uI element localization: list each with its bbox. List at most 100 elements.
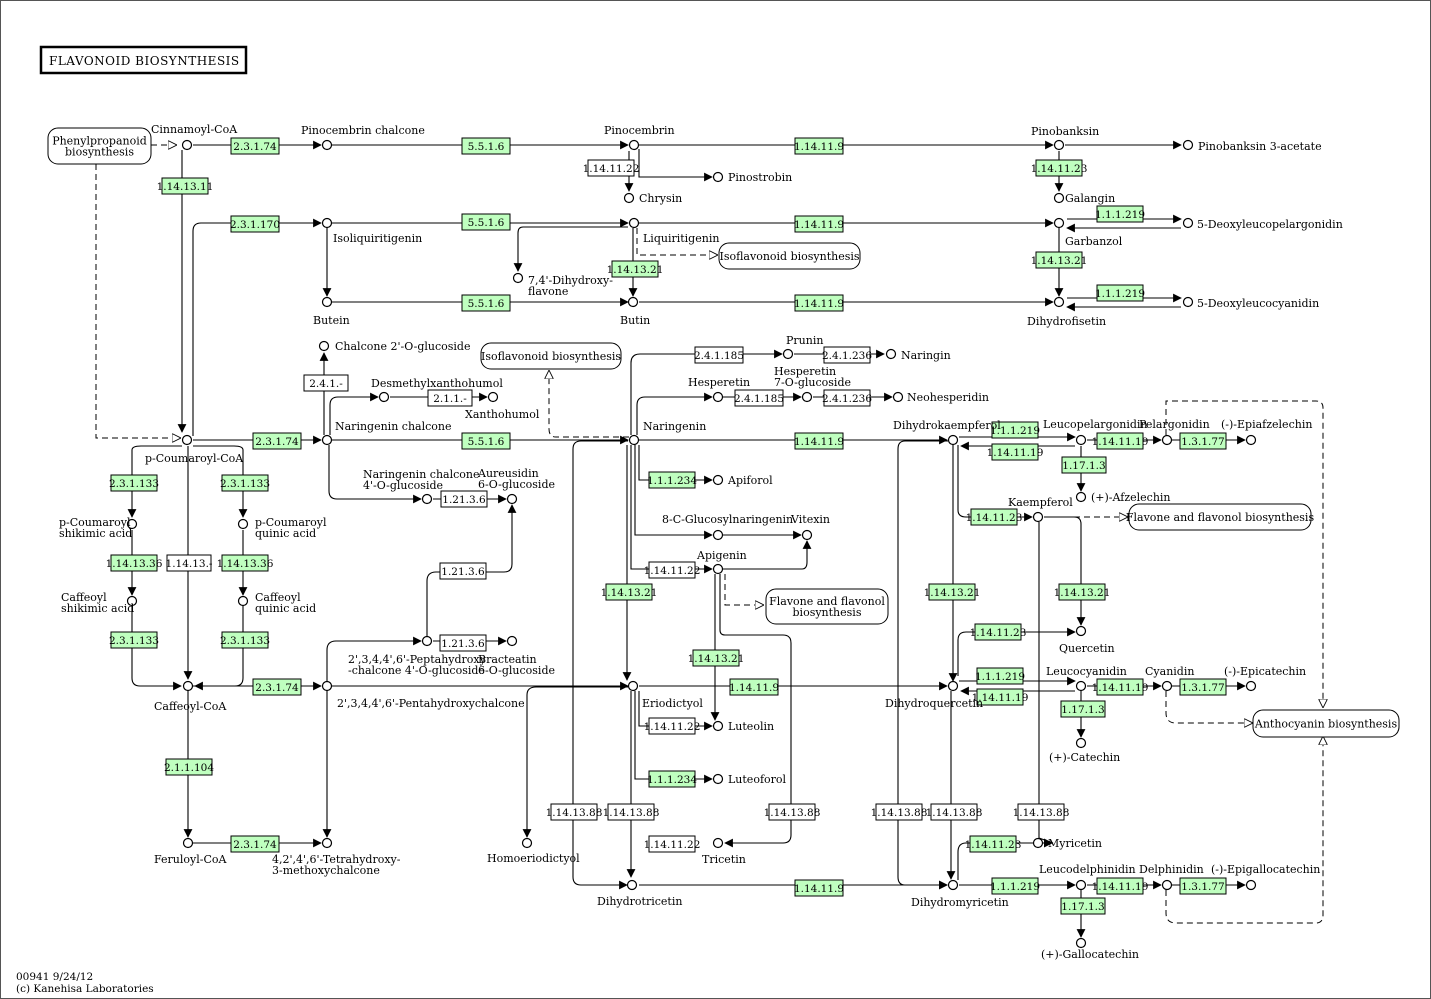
pathway-map-link[interactable]: Flavone and flavonol biosynthesis [1126, 503, 1315, 531]
compound-node[interactable]: Dihydrofisetin [1027, 296, 1106, 329]
compound-node[interactable]: Naringenin chalcone [321, 420, 452, 446]
compound-node[interactable]: 2',3,4,4',6'-Peptahydroxy-chalcone 4'-O-… [348, 635, 487, 678]
enzyme-box[interactable]: 1.14.13.11 [157, 177, 214, 195]
enzyme-box[interactable]: 2.3.1.74 [230, 137, 280, 155]
compound-node[interactable]: Cinnamoyl-CoA [151, 123, 238, 151]
compound-node[interactable]: (+)-Catechin [1049, 737, 1120, 765]
compound-node[interactable]: (+)-Gallocatechin [1041, 937, 1139, 962]
enzyme-box[interactable]: 2.3.1.133 [109, 474, 159, 492]
enzyme-box[interactable]: 1.17.1.3 [1061, 456, 1107, 474]
enzyme-box[interactable]: 1.21.3.6 [439, 562, 487, 580]
enzyme-box[interactable]: 1.3.1.77 [1179, 877, 1227, 895]
compound-node[interactable]: 7,4'-Dihydroxy-flavone [512, 272, 614, 299]
enzyme-box[interactable]: 1.14.13.- [166, 554, 213, 572]
compound-node[interactable]: Pinobanksin 3-acetate [1182, 139, 1322, 153]
enzyme-box[interactable]: 1.14.13.88 [603, 803, 660, 821]
compound-node[interactable]: Dihydroquercetin [885, 680, 983, 711]
enzyme-box[interactable]: 2.3.1.133 [220, 474, 270, 492]
enzyme-box[interactable]: 2.1.1.- [427, 389, 473, 407]
compound-node[interactable]: Desmethylxanthohumol [371, 377, 503, 403]
enzyme-box[interactable]: 2.4.1.185 [734, 389, 784, 407]
compound-node[interactable]: Neohesperidin [892, 391, 989, 404]
enzyme-box[interactable]: 1.14.11.9 [794, 432, 844, 450]
compound-node[interactable]: Tricetin [702, 837, 746, 867]
compound-node[interactable]: Luteolin [712, 720, 775, 733]
enzyme-box[interactable]: 1.14.11.19 [987, 443, 1044, 461]
enzyme-box[interactable]: 2.3.1.74 [230, 835, 280, 853]
compound-node[interactable]: (-)-Epiafzelechin [1221, 418, 1312, 446]
compound-node[interactable]: Myricetin [1032, 837, 1102, 850]
compound-node[interactable]: Garbanzol [1053, 217, 1123, 249]
compound-node[interactable]: 5-Deoxyleucocyanidin [1182, 296, 1320, 310]
enzyme-box[interactable]: 1.14.11.9 [794, 215, 844, 233]
compound-node[interactable]: Delphinidin [1139, 863, 1204, 891]
enzyme-box[interactable]: 1.1.1.219 [1095, 205, 1145, 223]
compound-node[interactable]: Eriodictyol [627, 680, 704, 711]
compound-node[interactable]: Butein [313, 296, 350, 328]
compound-node[interactable]: Galangin [1053, 192, 1116, 205]
enzyme-box[interactable]: 1.14.11.23 [966, 508, 1023, 526]
enzyme-box[interactable]: 1.1.1.219 [1095, 284, 1145, 302]
compound-node[interactable]: 4,2',4',6'-Tetrahydroxy-3-methoxychalcon… [272, 837, 401, 878]
compound-node[interactable]: Leucopelargonidin [1043, 418, 1147, 446]
compound-node[interactable]: Caffeoyl-CoA [154, 680, 227, 714]
compound-node[interactable]: (-)-Epicatechin [1224, 665, 1306, 692]
enzyme-box[interactable]: 1.14.13.36 [106, 554, 163, 572]
compound-node[interactable]: (-)-Epigallocatechin [1211, 863, 1320, 891]
enzyme-box[interactable]: 1.14.13.21 [688, 649, 745, 667]
compound-node[interactable]: Prunin [782, 334, 824, 360]
enzyme-box[interactable]: 1.1.1.234 [647, 471, 697, 489]
compound-node[interactable]: 2',3,4,4',6'-Pentahydroxychalcone [321, 680, 525, 711]
compound-node[interactable]: Chrysin [623, 192, 683, 205]
enzyme-box[interactable]: 1.14.13.88 [546, 803, 603, 821]
enzyme-box[interactable]: 1.14.11.19 [1092, 678, 1149, 696]
enzyme-box[interactable]: 1.3.1.77 [1179, 432, 1227, 450]
enzyme-box[interactable]: 2.4.1.185 [694, 346, 744, 364]
enzyme-box[interactable]: 1.14.13.21 [1054, 583, 1111, 601]
enzyme-box[interactable]: 1.14.13.88 [871, 803, 928, 821]
compound-node[interactable]: Leucodelphinidin [1039, 863, 1136, 891]
enzyme-box[interactable]: 1.14.11.9 [794, 137, 844, 155]
compound-node[interactable]: p-Coumaroyl-CoA [145, 434, 244, 466]
compound-node[interactable]: Feruloyl-CoA [154, 837, 228, 867]
enzyme-box[interactable]: 5.5.1.6 [461, 137, 511, 155]
compound-node[interactable]: Dihydrotricetin [597, 879, 682, 909]
enzyme-box[interactable]: 1.3.1.77 [1179, 678, 1227, 696]
compound-node[interactable]: Leucocyanidin [1046, 665, 1127, 692]
compound-node[interactable]: Pinostrobin [712, 171, 793, 184]
compound-node[interactable]: Apiforol [712, 474, 774, 487]
compound-node[interactable]: Pinobanksin [1031, 125, 1099, 151]
compound-node[interactable]: Dihydrokaempferol [893, 419, 1001, 446]
enzyme-box[interactable]: 1.14.11.22 [644, 561, 701, 579]
enzyme-box[interactable]: 1.14.13.21 [601, 583, 658, 601]
compound-node[interactable]: Liquiritigenin [628, 217, 720, 246]
compound-node[interactable]: Apigenin [696, 549, 747, 575]
enzyme-box[interactable]: 1.1.1.219 [990, 877, 1040, 895]
compound-node[interactable]: Naringenin [628, 420, 707, 446]
enzyme-box[interactable]: 1.21.3.6 [440, 490, 488, 508]
enzyme-box[interactable]: 1.14.11.22 [644, 717, 701, 735]
compound-node[interactable]: Butin [620, 296, 650, 328]
pathway-map-link[interactable]: Isoflavonoid biosynthesis [480, 342, 622, 370]
compound-node[interactable]: Pelargonidin [1139, 418, 1210, 446]
enzyme-box[interactable]: 1.1.1.219 [975, 667, 1025, 685]
enzyme-box[interactable]: 1.14.13.88 [1013, 803, 1070, 821]
compound-node[interactable]: Quercetin [1059, 625, 1115, 656]
enzyme-box[interactable]: 1.14.11.22 [583, 159, 640, 177]
enzyme-box[interactable]: 5.5.1.6 [461, 432, 511, 450]
enzyme-box[interactable]: 1.14.11.22 [644, 835, 701, 853]
compound-node[interactable]: Cyanidin [1145, 665, 1194, 692]
enzyme-box[interactable]: 1.14.13.21 [1031, 251, 1088, 269]
compound-node[interactable]: Homoeriodictyol [487, 837, 580, 866]
enzyme-box[interactable]: 1.14.13.88 [926, 803, 983, 821]
compound-node[interactable]: Isoliquiritigenin [321, 217, 423, 246]
enzyme-box[interactable]: 1.14.11.9 [729, 678, 779, 696]
enzyme-box[interactable]: 1.14.13.88 [764, 803, 821, 821]
compound-node[interactable]: Vitexin [790, 513, 830, 541]
